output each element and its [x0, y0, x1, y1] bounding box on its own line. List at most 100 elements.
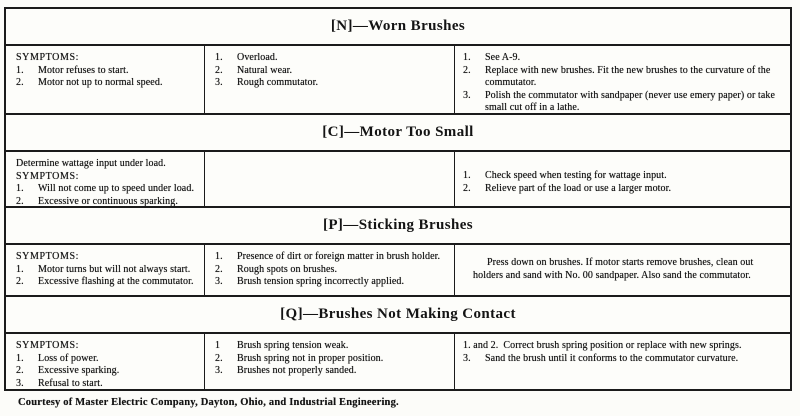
item-number: 1.: [463, 170, 471, 181]
item-text: Motor turns but will not always start.: [38, 263, 191, 275]
item-number: 1.: [215, 251, 223, 262]
symptoms-cell: Determine wattage input under load. SYMP…: [6, 152, 204, 206]
item-text: Check speed when testing for wattage inp…: [485, 170, 667, 181]
remedies-cell: Press down on brushes. If motor starts r…: [454, 245, 790, 295]
symptoms-heading: SYMPTOMS:: [16, 52, 80, 63]
remedy-item: 2. Replace with new brushes. Fit the new…: [463, 65, 786, 90]
item-number: 3.: [215, 276, 223, 287]
symptom-item: 2. Excessive or continuous sparking.: [16, 196, 200, 207]
remedies-cell: 1. and 2. Correct brush spring position …: [454, 334, 790, 389]
cause-item: 2. Rough spots on brushes.: [215, 264, 452, 277]
item-number: 2.: [463, 64, 471, 76]
item-number: 1.: [215, 52, 223, 63]
cause-item: 2. Brush spring not in proper position.: [215, 353, 452, 366]
symptom-item: 2. Excessive sparking.: [16, 365, 200, 378]
item-number: 3.: [215, 365, 223, 376]
symptom-item: 3. Refusal to start.: [16, 378, 200, 390]
remedies-cell: 1. Check speed when testing for wattage …: [454, 152, 790, 206]
remedy-item: 3. Sand the brush until it conforms to t…: [463, 353, 786, 366]
item-text: Brush tension spring incorrectly applied…: [237, 276, 405, 287]
item-number: 3.: [463, 89, 471, 101]
item-number: 1.: [16, 263, 24, 275]
item-number: 1.: [16, 183, 24, 194]
section-title-sticking-brushes: [P]—Sticking Brushes: [6, 206, 790, 243]
symptom-item: 1. Motor refuses to start.: [16, 65, 200, 78]
item-number: 2.: [16, 77, 24, 88]
section-title-text: [N]—Worn Brushes: [330, 18, 466, 34]
item-text: Brush spring not in proper position.: [237, 352, 384, 364]
symptom-item: 1. Motor turns but will not always start…: [16, 264, 200, 277]
troubleshooting-table: [N]—Worn Brushes SYMPTOMS: 1. Motor refu…: [4, 7, 792, 391]
symptom-item: 2. Motor not up to normal speed.: [16, 77, 200, 90]
section-body-worn-brushes: SYMPTOMS: 1. Motor refuses to start. 2. …: [6, 44, 790, 113]
symptoms-cell: SYMPTOMS: 1. Loss of power. 2. Excessive…: [6, 334, 204, 389]
cause-item: 3. Brush tension spring incorrectly appl…: [215, 276, 452, 289]
cause-item: 1 Brush spring tension weak.: [215, 340, 452, 353]
cause-item: 2. Natural wear.: [215, 65, 452, 78]
item-text: Polish the commutator with sandpaper (ne…: [485, 89, 776, 114]
item-text: Natural wear.: [237, 64, 293, 76]
item-text: Sand the brush until it conforms to the …: [485, 352, 739, 364]
item-number: 3.: [16, 377, 24, 389]
item-number: 1.: [16, 64, 24, 76]
item-number: 2.: [215, 64, 223, 76]
remedy-item: 1. Check speed when testing for wattage …: [463, 170, 786, 183]
item-number: 2.: [16, 365, 24, 376]
item-number: 2.: [463, 182, 471, 194]
remedy-item: 1. See A-9.: [463, 52, 786, 65]
item-text: Relieve part of the load or use a larger…: [485, 182, 672, 194]
item-number: 1.: [463, 52, 471, 63]
cause-item: 1. Overload.: [215, 52, 452, 65]
item-text: Motor refuses to start.: [38, 64, 129, 76]
symptoms-intro: Determine wattage input under load.: [16, 158, 166, 169]
item-text: Excessive or continuous sparking.: [38, 195, 178, 207]
remedy-item: 3. Polish the commutator with sandpaper …: [463, 90, 786, 114]
section-body-brushes-not-making-contact: SYMPTOMS: 1. Loss of power. 2. Excessive…: [6, 332, 790, 389]
symptoms-cell: SYMPTOMS: 1. Motor refuses to start. 2. …: [6, 46, 204, 113]
section-title-brushes-not-making-contact: [Q]—Brushes Not Making Contact: [6, 295, 790, 332]
symptoms-heading: SYMPTOMS:: [16, 251, 80, 262]
item-text: Replace with new brushes. Fit the new br…: [485, 64, 771, 89]
symptoms-heading: SYMPTOMS:: [16, 170, 80, 182]
courtesy-credit-line: Courtesy of Master Electric Company, Day…: [18, 397, 399, 408]
item-text: Correct brush spring position or replace…: [503, 340, 742, 351]
item-text: Loss of power.: [38, 352, 99, 364]
item-number: 3.: [215, 77, 223, 88]
item-text: Rough commutator.: [237, 77, 319, 88]
item-text: Overload.: [237, 52, 278, 63]
item-text: Rough spots on brushes.: [237, 263, 338, 275]
item-number: 2.: [16, 276, 24, 287]
section-title-text: [Q]—Brushes Not Making Contact: [280, 306, 516, 322]
causes-cell-empty: [204, 152, 454, 206]
item-text: Brush spring tension weak.: [237, 340, 349, 351]
section-title-text: [C]—Motor Too Small: [322, 124, 474, 140]
causes-cell: 1 Brush spring tension weak. 2. Brush sp…: [204, 334, 454, 389]
item-number: 2.: [215, 352, 223, 364]
cause-item: 3. Brushes not properly sanded.: [215, 365, 452, 378]
item-number: 1. and 2.: [463, 340, 499, 351]
causes-cell: 1. Overload. 2. Natural wear. 3. Rough c…: [204, 46, 454, 113]
item-text: Excessive sparking.: [38, 365, 120, 376]
item-text: Motor not up to normal speed.: [38, 77, 163, 88]
item-number: 3.: [463, 352, 471, 364]
symptoms-heading: SYMPTOMS:: [16, 340, 80, 351]
symptoms-cell: SYMPTOMS: 1. Motor turns but will not al…: [6, 245, 204, 295]
symptom-item: 2. Excessive flashing at the commutator.: [16, 276, 200, 289]
item-text: Brushes not properly sanded.: [237, 365, 357, 376]
remedies-cell: 1. See A-9. 2. Replace with new brushes.…: [454, 46, 790, 113]
section-body-sticking-brushes: SYMPTOMS: 1. Motor turns but will not al…: [6, 243, 790, 295]
item-number: 2.: [215, 263, 223, 275]
remedy-item: 1. and 2. Correct brush spring position …: [463, 340, 786, 353]
item-text: Refusal to start.: [38, 377, 103, 389]
item-number: 1: [215, 340, 221, 351]
item-text: Excessive flashing at the commutator.: [38, 276, 194, 287]
section-title-worn-brushes: [N]—Worn Brushes: [6, 9, 790, 44]
symptom-item: 1. Will not come up to speed under load.: [16, 183, 200, 196]
cause-item: 3. Rough commutator.: [215, 77, 452, 90]
item-text: Will not come up to speed under load.: [38, 183, 195, 194]
symptom-item: 1. Loss of power.: [16, 353, 200, 366]
remedy-item: 2. Relieve part of the load or use a lar…: [463, 183, 786, 196]
item-text: Presence of dirt or foreign matter in br…: [237, 251, 441, 262]
section-title-motor-too-small: [C]—Motor Too Small: [6, 113, 790, 150]
